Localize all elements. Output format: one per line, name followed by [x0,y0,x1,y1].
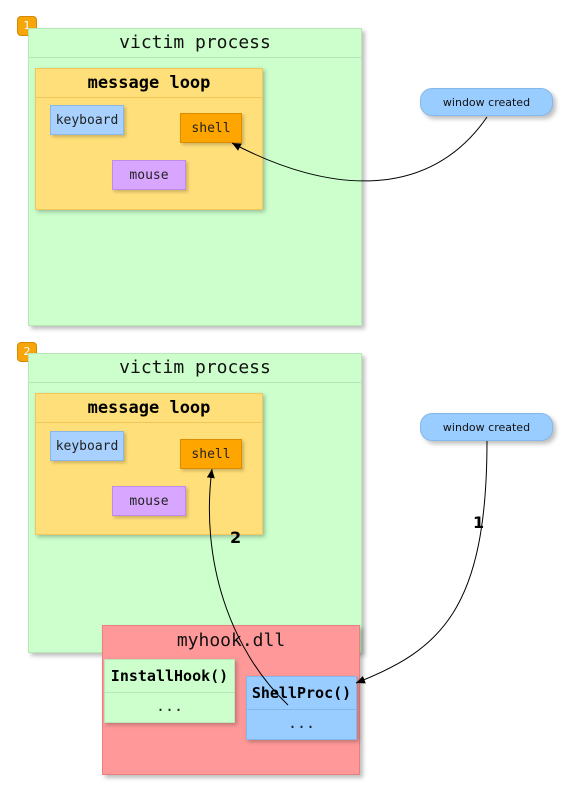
mouse-node: mouse [112,160,186,190]
message-loop-title: message loop [36,69,262,98]
victim-process-title: victim process [29,29,361,58]
shell-proc-name: ShellProc() [247,677,356,710]
shell-node: shell [180,439,242,469]
myhook-dll-title: myhook.dll [176,630,286,651]
edge-label-1: 1 [473,513,485,532]
shell-node: shell [180,113,242,143]
edge-shellproc-to-shell [206,468,289,706]
window-created-event: window created [420,88,553,116]
shell-proc-body: ... [287,714,316,732]
mouse-node: mouse [112,486,186,516]
shell-proc-function: ShellProc() ... [246,676,357,740]
window-created-event: window created [420,413,553,441]
keyboard-node: keyboard [50,105,124,135]
keyboard-node: keyboard [50,431,124,461]
victim-process-title: victim process [29,354,361,383]
install-hook-function: InstallHook() ... [104,659,235,723]
edge-window-created-to-shell [231,116,488,182]
install-hook-body: ... [155,697,184,715]
install-hook-name: InstallHook() [105,660,234,693]
edge-label-2: 2 [230,528,242,547]
edge-window-created-to-shellproc [355,440,488,684]
message-loop-title: message loop [36,394,262,423]
